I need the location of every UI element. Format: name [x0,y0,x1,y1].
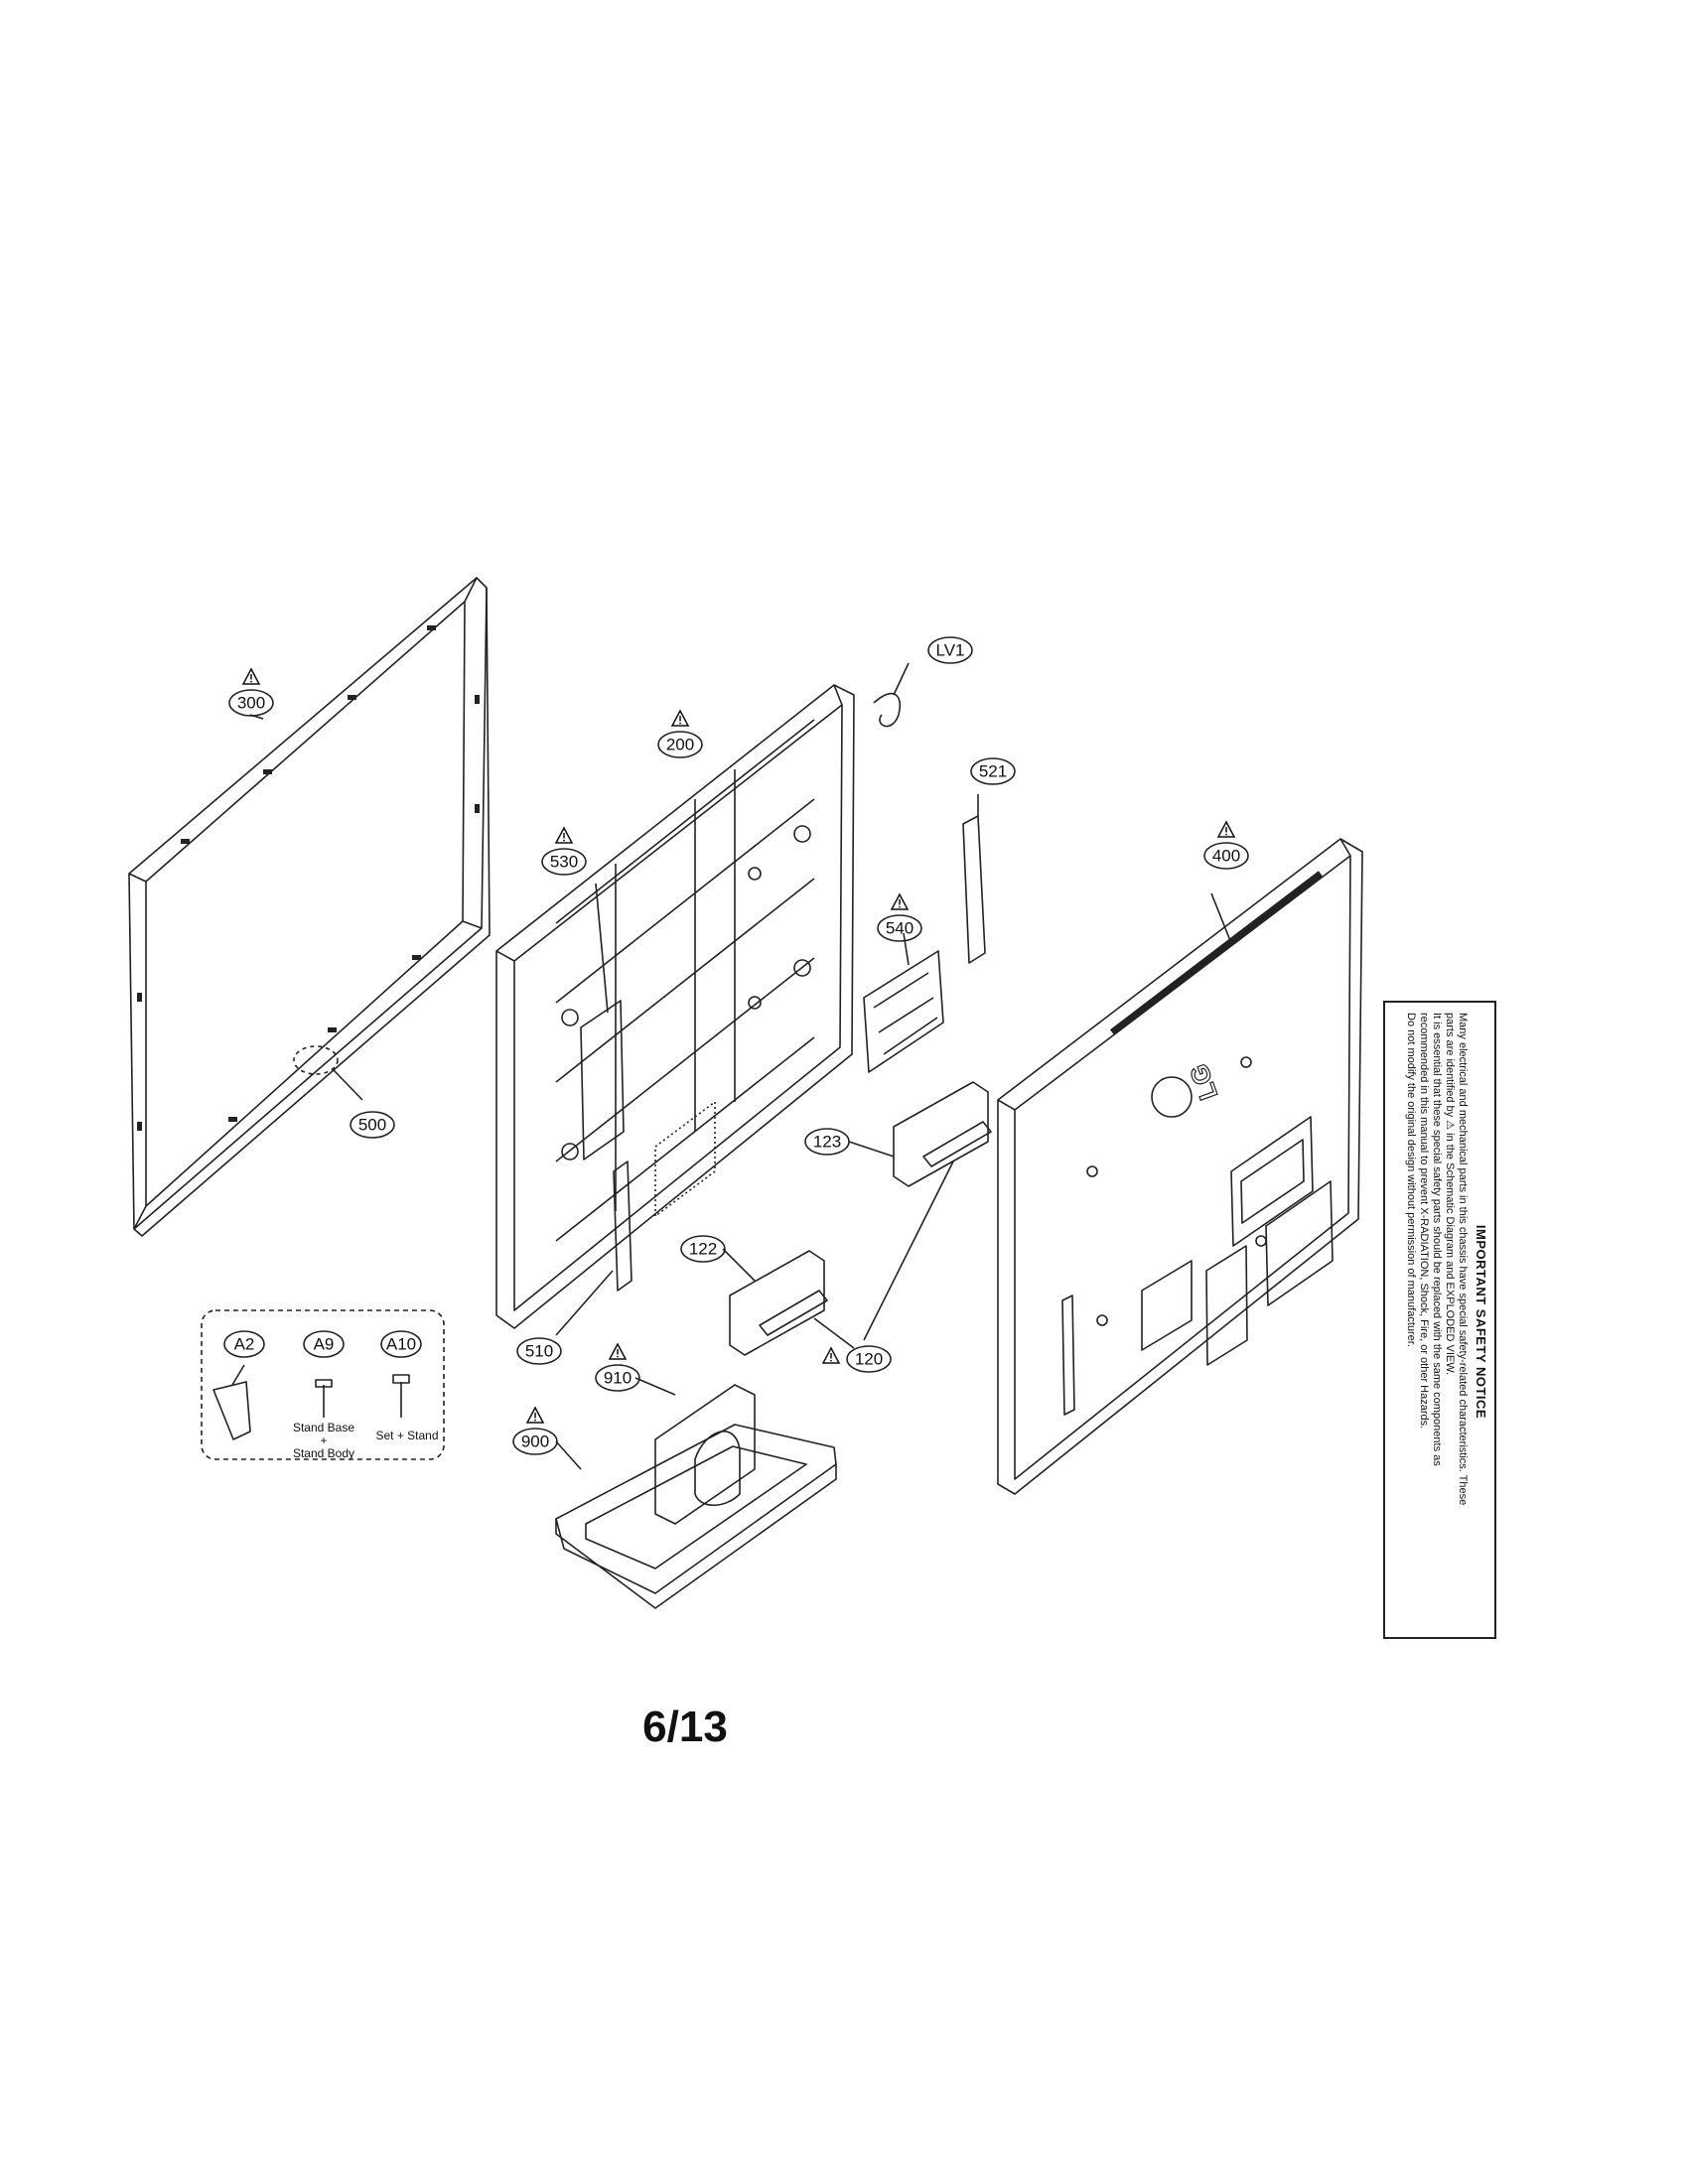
cable-part-lv1 [873,662,910,728]
callout-a9: A9 [314,1335,335,1354]
label-stand-body: Stand Body [293,1446,354,1460]
safety-notice-line: Many electrical and mechanical parts in … [1457,1013,1469,1506]
callout-540: 540 [886,919,914,938]
callout-lv1: LV1 [936,641,965,660]
callout-a10: A10 [386,1335,416,1354]
callout-300: 300 [237,694,265,713]
side-board-part-521 [962,794,986,964]
callout-900: 900 [521,1433,549,1451]
power-board-part-530 [580,883,625,1160]
callout-400: 400 [1212,847,1240,866]
callout-510: 510 [525,1342,553,1361]
safety-notice-line: recommended in this manual to prevent X-… [1418,1013,1430,1430]
callout-a2: A2 [234,1335,255,1354]
callout-530: 530 [550,853,578,872]
front-frame-part-300 [128,577,491,1237]
safety-notice-line: parts are identified by ⚠ in the Schemat… [1444,1013,1456,1376]
callout-120: 120 [855,1350,883,1369]
callout-ovals [223,636,1249,1455]
callout-500: 500 [358,1116,386,1135]
main-board-part-540 [863,932,944,1073]
label-set-stand: Set + Stand [375,1429,438,1442]
label-plus: + [320,1433,327,1447]
back-cover-part-400 [997,838,1363,1495]
safety-notice-title: IMPORTANT SAFETY NOTICE [1474,1224,1488,1420]
bracket-part-510 [555,1160,633,1336]
safety-notice-line: Do not modify the original design withou… [1405,1013,1417,1347]
stand-base-part-900 [555,1424,837,1609]
callout-910: 910 [604,1369,632,1388]
page-number: 6/13 [642,1703,728,1751]
callout-122: 122 [689,1240,717,1259]
stand-body-part-910 [634,1377,756,1525]
label-stand-base: Stand Base [293,1421,354,1434]
safety-notice-line: It is essential that these special safet… [1431,1013,1443,1466]
stand-bracket-part-123 [848,1081,992,1187]
warning-triangle-icons [242,668,1235,1424]
callout-521: 521 [979,762,1007,781]
lg-logo: LG [1184,1060,1224,1104]
accessory-box [201,1309,445,1460]
safety-notice-box: IMPORTANT SAFETY NOTICE Many electrical … [1383,1001,1496,1639]
callout-123: 123 [813,1133,841,1152]
stand-bracket-part-122 [722,1248,828,1356]
panel-part-200 [495,684,855,1329]
callout-200: 200 [666,736,694,754]
